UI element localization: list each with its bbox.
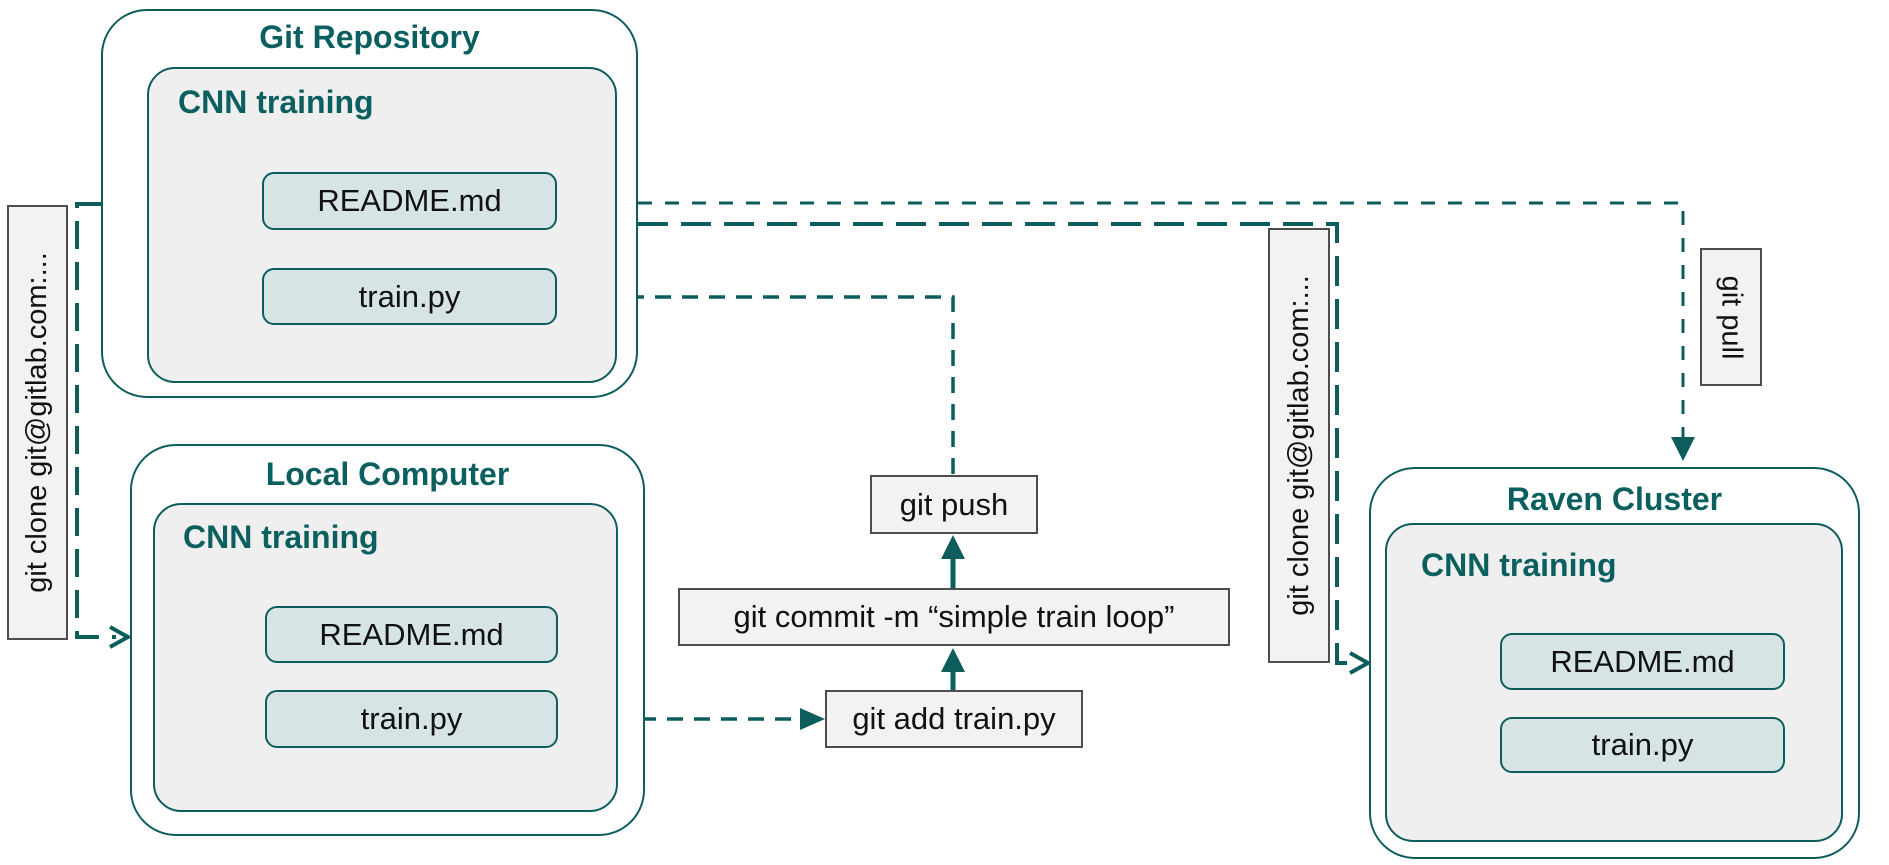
- git-add-box: git add train.py: [825, 690, 1083, 748]
- add-to-commit-arrowhead: [941, 648, 965, 672]
- local-computer-readme-file-box: README.md: [265, 606, 558, 663]
- git-pull-arrowhead: [1671, 437, 1695, 461]
- git-push-return-path: [586, 295, 955, 474]
- git-repository-readme-file-box: README.md: [262, 172, 557, 230]
- git-clone-left-label: git clone git@gitlab.com:...: [7, 205, 68, 640]
- git-clone-right-arrowhead: [1349, 651, 1373, 675]
- local-computer-train-file-box: train.py: [265, 690, 558, 748]
- git-clone-right-label-text: git clone git@gitlab.com:...: [1282, 275, 1315, 616]
- git-repository-folder-label: CNN training: [178, 84, 374, 120]
- raven-cluster-train-file-box: train.py: [1500, 717, 1785, 773]
- git-pull-path: [638, 201, 1685, 438]
- git-clone-left-arrowhead: [109, 625, 133, 649]
- local-computer-folder-label: CNN training: [183, 519, 379, 555]
- raven-cluster-readme-file-box: README.md: [1500, 633, 1785, 690]
- git-clone-left-path: [75, 202, 116, 639]
- git-pull-label: git pull: [1700, 248, 1762, 386]
- git-push-box: git push: [870, 475, 1038, 534]
- raven-cluster-title: Raven Cluster: [1506, 481, 1723, 517]
- local-computer-title: Local Computer: [265, 456, 510, 492]
- git-repository-title: Git Repository: [259, 19, 480, 55]
- raven-cluster-folder-label: CNN training: [1421, 547, 1617, 583]
- git-clone-left-label-text: git clone git@gitlab.com:...: [21, 252, 54, 593]
- git-pull-label-text: git pull: [1715, 275, 1748, 359]
- git-clone-right-path: [638, 222, 1356, 665]
- train-to-add-arrowhead: [800, 708, 825, 730]
- git-repository-train-file-box: train.py: [262, 268, 557, 325]
- commit-to-push-arrowhead: [941, 535, 965, 559]
- git-commit-box: git commit -m “simple train loop”: [678, 588, 1230, 646]
- git-clone-right-label: git clone git@gitlab.com:...: [1268, 228, 1330, 663]
